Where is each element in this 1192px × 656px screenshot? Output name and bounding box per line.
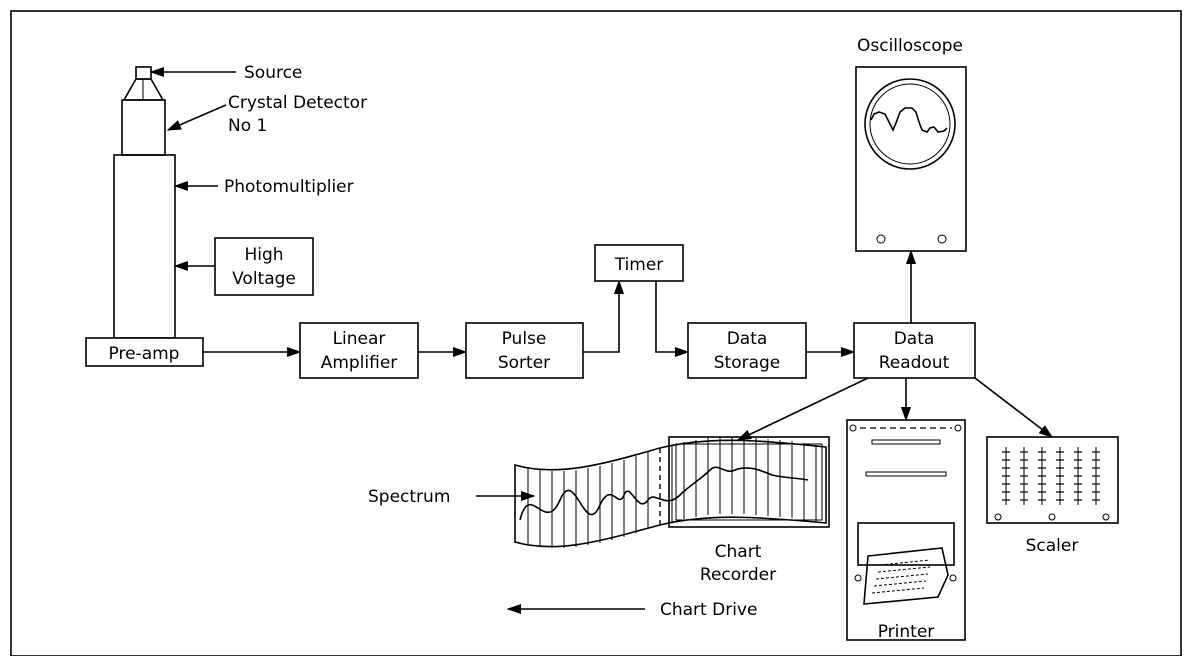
oscilloscope-label: Oscilloscope	[857, 36, 963, 56]
source-block	[135, 66, 152, 80]
timer-box	[594, 244, 684, 282]
crystal-detector-arrow	[166, 104, 227, 131]
linear-amplifier-label: Linear	[333, 329, 386, 349]
scaler-icon	[986, 436, 1119, 524]
timer-to-storage-arrow	[655, 281, 690, 358]
chart-recorder-label-line2: Recorder	[700, 565, 776, 585]
data-readout-label-line2: Readout	[879, 353, 950, 373]
photomultiplier-label: Photomultiplier	[224, 177, 354, 197]
printer-label: Printer	[878, 622, 935, 642]
preamp-label: Pre-amp	[109, 344, 180, 364]
chart-paper-rulings	[527, 437, 817, 548]
data-storage-box	[687, 322, 807, 379]
readout-to-recorder-arrow	[736, 377, 869, 441]
sorter-to-timer-arrow	[583, 279, 625, 353]
data-readout-label: Data	[894, 329, 935, 349]
crystal-detector-body	[121, 99, 166, 156]
source-label: Source	[244, 63, 302, 83]
pulse-sorter-label-line2: Sorter	[498, 353, 550, 373]
spectrum-trace	[519, 466, 809, 521]
chart-paper-strip	[514, 439, 827, 548]
data-storage-label-line2: Storage	[714, 353, 781, 373]
scaler-label: Scaler	[1026, 536, 1079, 556]
chart-drive-label: Chart Drive	[660, 600, 757, 620]
spectrum-label: Spectrum	[368, 487, 450, 507]
linear-amplifier-box	[299, 322, 419, 379]
pulse-sorter-box	[465, 322, 584, 379]
high-voltage-label: High	[244, 245, 283, 265]
diagram-frame	[10, 10, 1182, 656]
detector-assembly	[113, 66, 176, 339]
chart-recorder-icon	[514, 436, 830, 548]
readout-to-scaler-arrow	[974, 377, 1054, 438]
data-storage-label: Data	[727, 329, 768, 349]
linear-amplifier-label-line2: Amplifier	[321, 353, 398, 373]
crystal-detector-label: Crystal Detector	[228, 93, 367, 113]
photomultiplier-tube	[113, 154, 176, 339]
crystal-detector-label-line2: No 1	[228, 116, 267, 136]
data-readout-box	[853, 322, 976, 379]
high-voltage-label-line2: Voltage	[232, 269, 296, 289]
timer-label: Timer	[614, 255, 664, 275]
high-voltage-box	[214, 237, 314, 296]
pulse-sorter-label: Pulse	[502, 329, 547, 349]
oscilloscope-icon	[855, 66, 967, 252]
chart-recorder-label: Chart	[715, 542, 762, 562]
printer-icon	[846, 419, 966, 641]
